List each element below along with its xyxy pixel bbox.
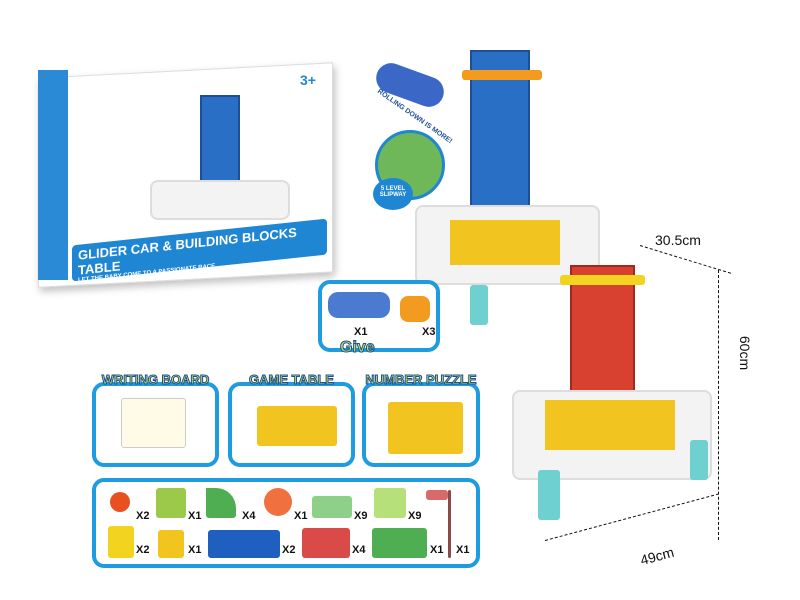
game-table-image [257,406,337,446]
car-image [400,296,430,322]
table-leg [690,440,708,480]
box-table-image [150,180,290,220]
mode-number-puzzle: NUMBER PUZZLE [362,372,480,467]
give-panel: X1 X3 [318,280,440,352]
curve-piece [206,488,236,518]
brick-2x1-piece [312,496,352,518]
flag-cloth [426,490,448,500]
part-qty: X9 [408,510,422,522]
top-shelf [462,70,542,80]
mode-title: GAME TABLE [249,372,335,387]
bottom-shelf [560,275,645,285]
table-leg [538,470,560,520]
number-puzzle-image [388,402,463,454]
slipway-badge: 5 LEVEL SLIPWAY [373,178,413,210]
part-qty: X1 [294,510,308,522]
box-side-panel [38,70,68,280]
part-qty: X1 [430,544,444,556]
height-line [718,270,719,540]
table-leg [470,285,488,325]
car-chain-image [371,58,449,112]
bottom-baseplate [545,400,675,450]
mode-game-table: GAME TABLE [228,372,355,467]
width-line [544,493,719,541]
part-qty: X2 [282,544,296,556]
give-qty: X3 [422,326,436,338]
flower-piece [264,488,292,516]
ramp-piece [156,488,186,518]
car-chain-image [328,292,390,318]
depth-dimension: 30.5cm [655,232,701,248]
height-dimension: 60cm [737,335,754,371]
part-qty: X1 [188,544,202,556]
part-qty: X2 [136,544,150,556]
age-label: 3+ [300,72,316,88]
ball-piece [110,492,130,512]
flag-piece [448,490,451,558]
yellow-ramp-piece [158,530,184,558]
part-qty: X2 [136,510,150,522]
part-qty: X1 [456,544,470,556]
red-slide-piece [302,528,350,558]
parts-panel: X2 X1 X4 X1 X9 X9 X2 X1 X2 X4 X1 X1 [92,478,480,568]
slipway-callout: ROLLING DOWN IS MORE! 5 LEVEL SLIPWAY [373,88,453,210]
top-baseplate [450,220,560,265]
part-qty: X9 [354,510,368,522]
brick-2x2-piece [374,488,406,518]
give-qty: X1 [354,326,368,338]
blue-brick-piece [208,530,280,558]
mode-title: NUMBER PUZZLE [365,372,477,387]
drawing-board-image [121,398,186,448]
yellow-brick-piece [108,526,134,558]
give-label: Give [340,339,376,357]
green-track-piece [372,528,427,558]
part-qty: X4 [352,544,366,556]
width-dimension: 49cm [638,543,676,569]
mode-writing-board: WRITING BOARD [92,372,219,467]
mode-title: WRITING BOARD [101,372,210,387]
part-qty: X1 [188,510,202,522]
part-qty: X4 [242,510,256,522]
